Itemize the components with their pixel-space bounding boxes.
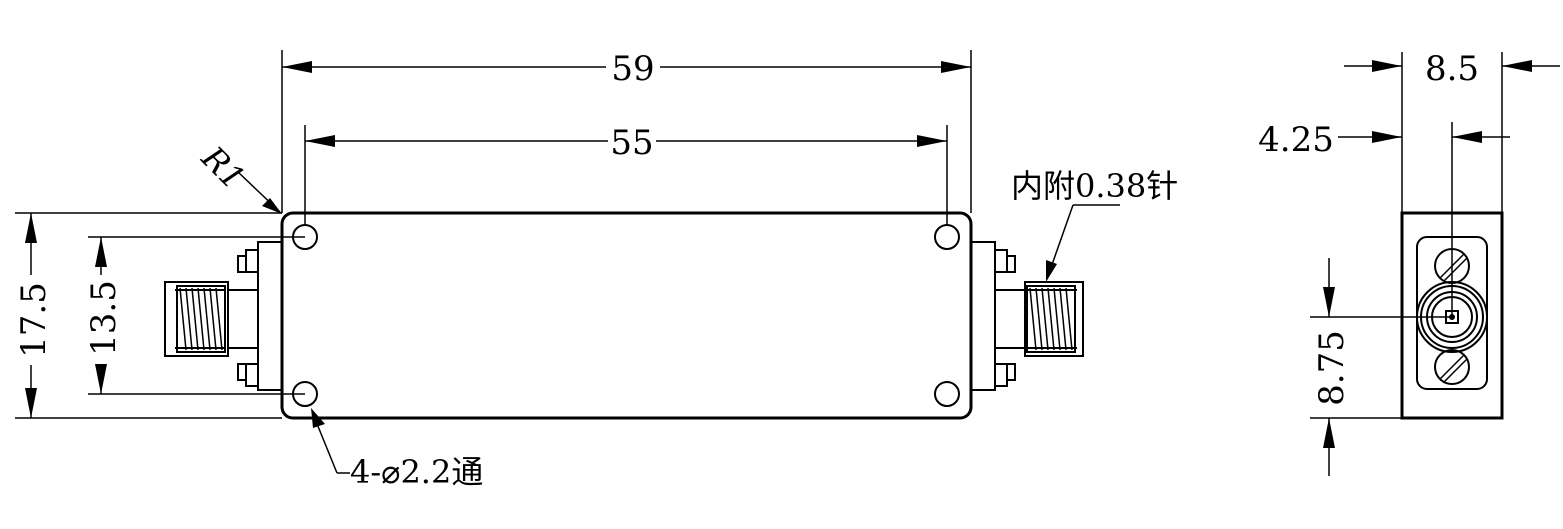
dim-label-hole-spacing-width: 13.5 (84, 280, 124, 356)
dim-label-overall-width: 17.5 (14, 282, 54, 358)
dim-label-side-half-width: 4.25 (1258, 120, 1334, 160)
side-screw-bottom (1434, 349, 1470, 385)
dim-label-connector-height: 8.75 (1312, 330, 1352, 406)
dim-label-side-width: 8.5 (1425, 49, 1479, 89)
dim-label-hole-spacing-length: 55 (610, 123, 653, 163)
corner-radius-label: R1 (194, 138, 253, 197)
front-view (164, 211, 1084, 420)
pin-callout: 内附0.38针 (1011, 167, 1178, 282)
dim-connector-height: 8.75 (1310, 258, 1452, 476)
side-view (1400, 122, 1504, 420)
right-sma-connector (970, 241, 1084, 391)
dim-hole-spacing-length: 55 (304, 123, 948, 225)
mounting-hole-br (934, 381, 960, 407)
dim-overall-width: 17.5 (14, 212, 282, 419)
dim-label-overall-length: 59 (611, 49, 654, 89)
left-sma-connector (164, 241, 283, 391)
dim-side-width: 8.5 (1344, 49, 1560, 213)
dim-overall-length: 59 (281, 49, 972, 213)
corner-radius-callout: R1 (194, 138, 282, 214)
holes-callout: 4-⌀2.2通 (311, 408, 483, 491)
holes-label: 4-⌀2.2通 (350, 453, 483, 491)
pin-label: 内附0.38针 (1011, 167, 1178, 205)
dim-hole-spacing-width: 13.5 (84, 236, 305, 395)
dim-side-half-width: 4.25 (1258, 120, 1510, 160)
filter-body (280, 211, 973, 420)
